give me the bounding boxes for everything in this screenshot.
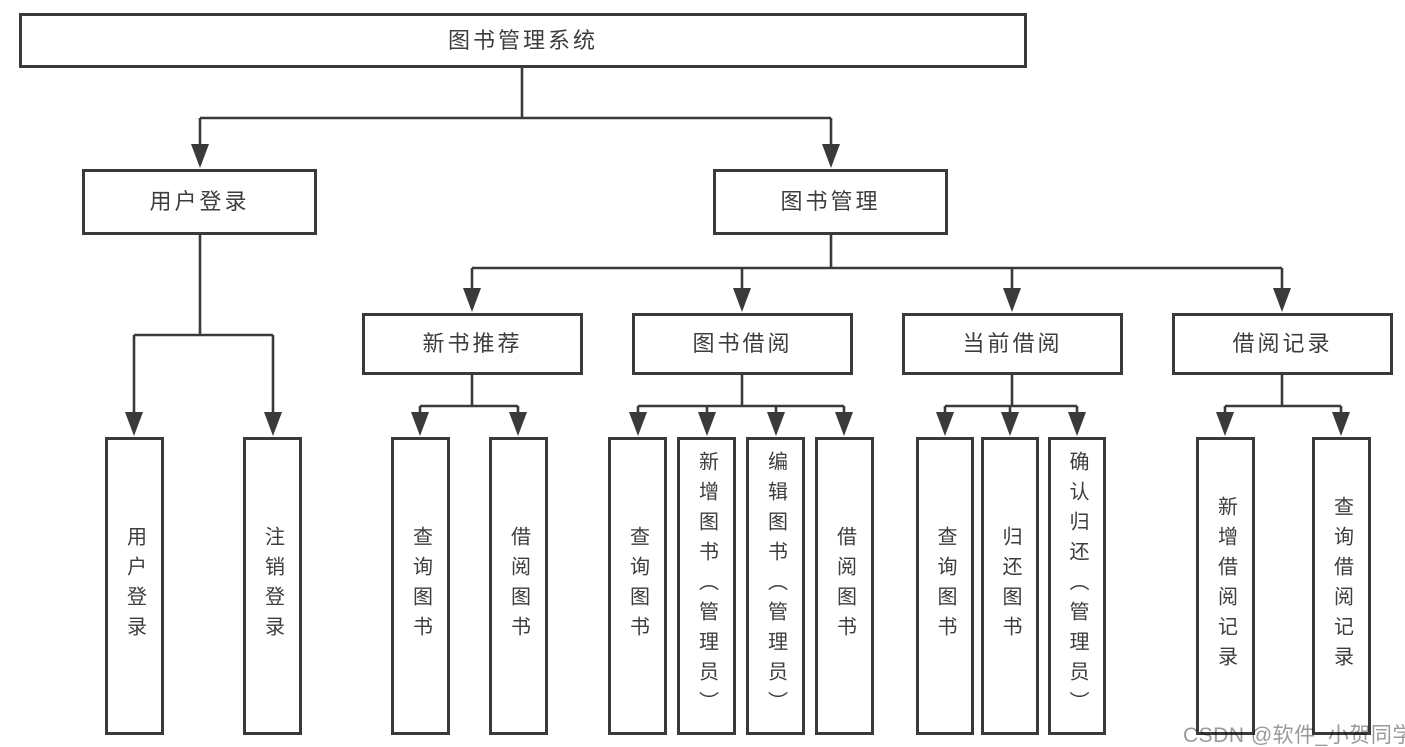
node-label: 图书管理系统 <box>447 27 598 53</box>
leaf-query-books-borrow: 查询图书 <box>608 437 667 735</box>
connector-current-borrow-to-leaves <box>936 375 1086 436</box>
leaf-logout: 注销登录 <box>243 437 302 735</box>
node-new-book-recommendation: 新书推荐 <box>362 313 583 375</box>
node-label: 图书管理 <box>780 189 881 214</box>
leaf-label: 编辑图书（管理员） <box>764 451 787 721</box>
node-user-login: 用户登录 <box>82 169 317 235</box>
node-label: 当前借阅 <box>962 331 1063 356</box>
node-label: 借阅记录 <box>1232 331 1333 356</box>
leaf-label: 新增图书（管理员） <box>695 451 718 721</box>
csdn-watermark: CSDN @软件_小贺同学 <box>1183 724 1405 747</box>
leaf-return-books: 归还图书 <box>981 437 1039 735</box>
leaf-label: 借阅图书 <box>507 526 530 646</box>
node-label: 图书借阅 <box>692 331 793 356</box>
leaf-query-books-current: 查询图书 <box>916 437 974 735</box>
node-book-management: 图书管理 <box>713 169 948 235</box>
leaf-label: 确认归还（管理员） <box>1066 451 1088 721</box>
leaf-label: 查询图书 <box>934 526 956 646</box>
node-book-borrowing: 图书借阅 <box>632 313 853 375</box>
leaf-label: 注销登录 <box>261 526 284 646</box>
node-borrowing-records: 借阅记录 <box>1172 313 1393 375</box>
leaf-label: 用户登录 <box>123 526 146 646</box>
node-label: 用户登录 <box>149 189 250 214</box>
node-label: 新书推荐 <box>422 331 523 356</box>
node-current-borrowing: 当前借阅 <box>902 313 1123 375</box>
connector-new-book-to-leaves <box>411 375 527 436</box>
leaf-label: 归还图书 <box>999 526 1021 646</box>
leaf-edit-books-admin: 编辑图书（管理员） <box>746 437 805 735</box>
leaf-label: 新增借阅记录 <box>1214 496 1237 676</box>
connector-root-to-level2 <box>191 68 840 168</box>
leaf-query-books-recommend: 查询图书 <box>391 437 450 735</box>
leaf-add-books-admin: 新增图书（管理员） <box>677 437 736 735</box>
leaf-confirm-return-admin: 确认归还（管理员） <box>1048 437 1106 735</box>
leaf-query-borrow-record: 查询借阅记录 <box>1312 437 1371 735</box>
leaf-borrow-books: 借阅图书 <box>815 437 874 735</box>
leaf-label: 查询借阅记录 <box>1330 496 1353 676</box>
connector-borrow-records-to-leaves <box>1216 375 1350 436</box>
leaf-label: 借阅图书 <box>833 526 856 646</box>
leaf-add-borrow-record: 新增借阅记录 <box>1196 437 1255 735</box>
node-library-management-system: 图书管理系统 <box>19 13 1027 68</box>
leaf-borrow-books-recommend: 借阅图书 <box>489 437 548 735</box>
leaf-user-login: 用户登录 <box>105 437 164 735</box>
connector-book-management-to-level3 <box>463 235 1291 312</box>
leaf-label: 查询图书 <box>626 526 649 646</box>
leaf-label: 查询图书 <box>409 526 432 646</box>
connector-book-borrow-to-leaves <box>629 375 853 436</box>
connector-user-login-to-leaves <box>125 235 282 436</box>
